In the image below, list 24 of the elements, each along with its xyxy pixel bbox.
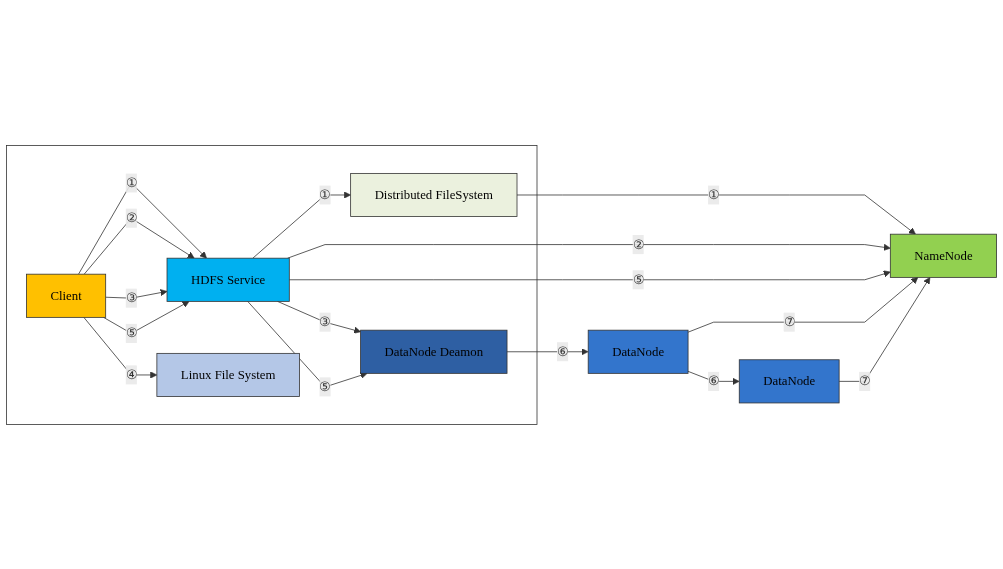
- node-box: Client: [26, 273, 107, 318]
- edge-label: ①: [319, 187, 331, 201]
- node-box: Linux File System: [156, 352, 300, 397]
- node-box: DataNode: [587, 329, 689, 374]
- edge-label: ③: [125, 290, 137, 305]
- edge-label: ②: [632, 236, 644, 251]
- node-box: Distributed FileSystem: [350, 172, 518, 217]
- edge-label: ④: [125, 367, 137, 381]
- node-box: DataNode: [738, 358, 840, 403]
- cluster: [6, 144, 538, 425]
- edge-label: ③: [319, 314, 331, 329]
- edge-label: ⑤: [125, 325, 137, 340]
- edge-label: ①: [125, 175, 137, 189]
- node-box: HDFS Service: [166, 257, 290, 302]
- node-box: NameNode: [889, 233, 997, 278]
- edge-label: ②: [125, 210, 137, 225]
- edge-label: ⑤: [319, 379, 331, 393]
- edge-label: ⑦: [783, 314, 795, 329]
- node-box: DataNode Deamon: [360, 329, 508, 374]
- edge-label: ⑤: [632, 272, 644, 286]
- edge-label: ⑥: [708, 373, 720, 388]
- edge-label: ①: [708, 187, 720, 201]
- edge-label: ⑥: [557, 344, 569, 358]
- edge-label: ⑦: [859, 373, 871, 388]
